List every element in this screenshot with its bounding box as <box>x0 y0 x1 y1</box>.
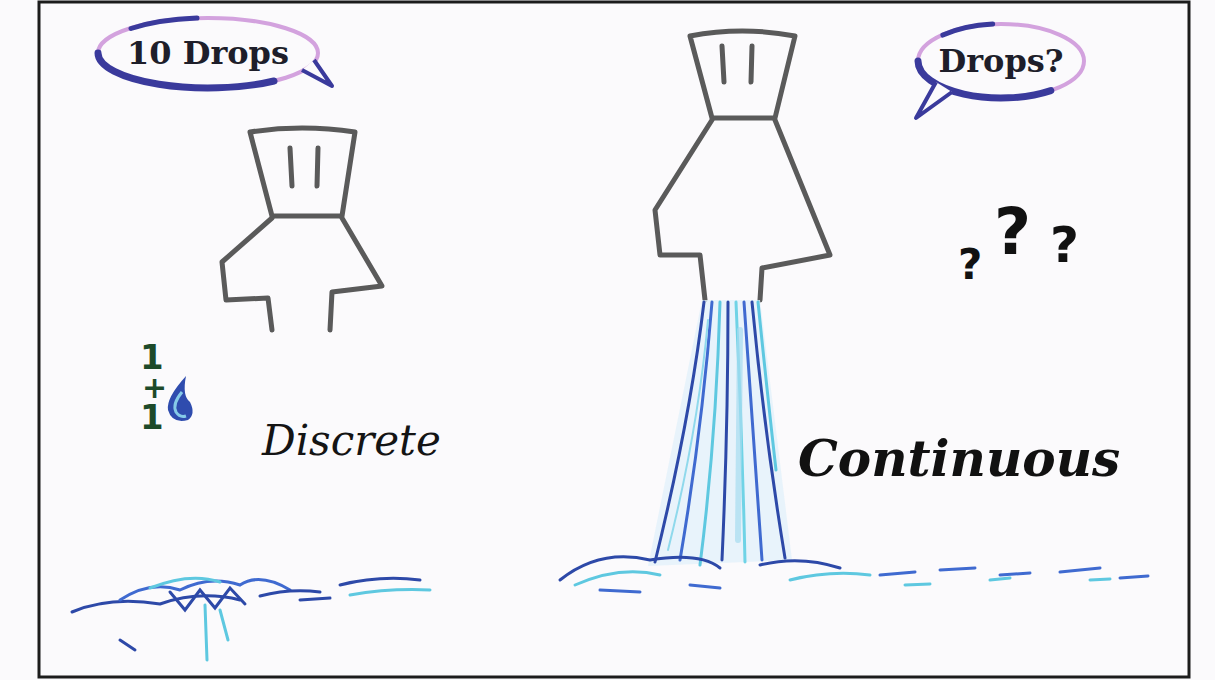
puddle-stroke <box>150 578 220 588</box>
question-mark: ? <box>1050 220 1079 270</box>
puddle-stroke <box>760 561 840 568</box>
question-mark: ? <box>994 200 1031 264</box>
puddle-stroke <box>205 605 228 660</box>
puddle-right <box>560 557 1148 592</box>
water-drop <box>168 376 193 421</box>
stream-line <box>736 302 745 562</box>
puddle-stroke <box>560 557 720 580</box>
puddle-stroke <box>905 578 1110 585</box>
faucet-body <box>760 120 830 300</box>
count-digit: 1 <box>140 340 164 374</box>
speech-bubble: Drops? <box>912 18 1090 104</box>
faucet-right <box>655 31 830 300</box>
puddle-stroke <box>120 640 135 650</box>
puddle-stroke <box>575 572 660 585</box>
bubble-text: 10 Drops <box>127 37 289 69</box>
frame-border <box>39 2 1189 677</box>
discrete-label: Discrete <box>262 420 441 462</box>
drop-highlight <box>175 392 186 417</box>
bubble-tail <box>302 60 332 86</box>
stream-line <box>680 302 712 560</box>
speech-bubble: 10 Drops <box>92 12 324 94</box>
bubble-tail <box>916 82 952 118</box>
faucet-handle <box>250 128 355 216</box>
stream-line <box>752 302 785 558</box>
question-mark: ? <box>958 244 982 286</box>
count-digit: 1 <box>140 400 164 434</box>
stream-line <box>722 302 728 560</box>
stream-line <box>738 330 740 540</box>
faucet-left <box>222 128 382 330</box>
faucet-handle <box>690 31 795 118</box>
faucet-grip-lines <box>290 148 318 186</box>
puddle-stroke <box>600 585 720 592</box>
faucet-grip-lines <box>722 46 752 82</box>
stream-line <box>668 320 708 550</box>
water-stream <box>648 300 792 566</box>
plus-sign: + <box>142 373 167 403</box>
stream-line <box>744 302 762 560</box>
bubble-shade <box>131 18 197 29</box>
puddle-stroke <box>350 590 430 595</box>
puddle-stroke <box>170 588 245 610</box>
stream-line <box>700 302 720 565</box>
stream-line <box>655 302 704 562</box>
stream-fill <box>648 300 792 566</box>
puddle-stroke <box>790 573 870 580</box>
bubble-text: Drops? <box>938 45 1063 77</box>
drop-shape <box>168 376 193 421</box>
continuous-label: Continuous <box>798 434 1120 484</box>
faucet-spout <box>222 218 272 330</box>
puddle-stroke <box>880 568 1148 578</box>
faucet-body <box>330 218 382 330</box>
bubble-shade <box>943 24 993 35</box>
bubble-fill <box>98 18 318 88</box>
faucet-spout <box>655 120 712 300</box>
stream-line <box>758 302 776 470</box>
puddle-left <box>72 578 430 660</box>
